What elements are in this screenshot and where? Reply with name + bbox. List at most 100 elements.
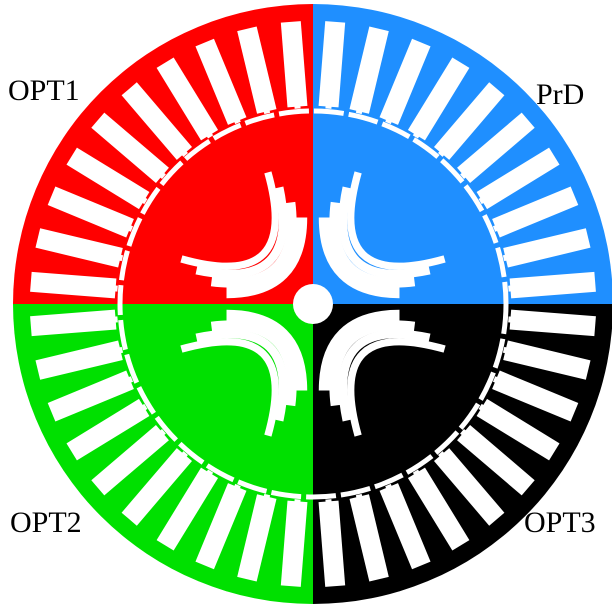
stator-slot: [280, 21, 308, 108]
slot-opening: [158, 429, 166, 437]
slot-opening: [438, 451, 446, 459]
slot-opening: [233, 118, 241, 125]
stator-slot: [47, 370, 134, 422]
stator-slot: [509, 271, 596, 299]
stator-slot: [91, 112, 169, 184]
flux-barrier: [210, 201, 297, 288]
stator-slots: [30, 21, 596, 587]
flux-barrier: [329, 320, 416, 407]
stator-slot: [503, 340, 591, 380]
quadrant-label-opt1: OPT1: [8, 74, 80, 107]
flux-barrier: [195, 329, 288, 422]
slot-opening: [263, 493, 271, 500]
flux-barrier: [180, 171, 279, 270]
slot-opening: [385, 118, 393, 125]
stator-slot: [30, 309, 117, 337]
slot-opening: [502, 346, 509, 354]
stator-slot: [492, 186, 579, 238]
flux-barrier: [226, 217, 308, 299]
stator-slot: [349, 26, 389, 114]
flux-barrier: [210, 320, 297, 407]
stator-slot: [457, 424, 535, 496]
stator-slot: [492, 370, 579, 422]
stator-slot: [318, 500, 346, 587]
stator-slot: [509, 309, 596, 337]
stator-slot: [66, 398, 150, 461]
flux-barrier: [347, 338, 446, 437]
stator-slot: [349, 494, 389, 582]
flux-barrier: [226, 309, 308, 391]
stator-slot: [407, 57, 470, 141]
slot-opening: [233, 483, 241, 490]
slot-opening: [140, 403, 148, 412]
stator-slot: [280, 500, 308, 587]
slot-opening: [127, 376, 134, 384]
flux-barrier: [180, 338, 279, 437]
flux-barrier: [318, 309, 400, 391]
quadrant-label-opt3: OPT3: [524, 506, 596, 539]
slot-opening: [460, 171, 468, 179]
shaft-hole: [293, 284, 333, 324]
slot-opening: [117, 346, 124, 354]
slot-opening: [113, 285, 118, 292]
slot-opening: [205, 469, 214, 477]
stator-slot: [379, 38, 431, 125]
slot-opening: [438, 149, 446, 157]
slot-opening: [385, 483, 393, 490]
stator-slot: [457, 112, 535, 184]
stator-slot: [91, 424, 169, 496]
slot-opening: [460, 429, 468, 437]
stator-slot: [30, 271, 117, 299]
slot-opening: [117, 254, 124, 262]
flux-barrier: [347, 171, 446, 270]
stator-slot: [47, 186, 134, 238]
stator-slot: [433, 82, 505, 160]
stator-slot: [503, 228, 591, 268]
stator-slot: [156, 57, 219, 141]
stator-slot: [121, 82, 193, 160]
slot-opening: [140, 196, 148, 205]
quadrant-label-opt2: OPT2: [10, 506, 82, 539]
stator-slot: [433, 448, 505, 526]
slot-opening: [502, 254, 509, 262]
slot-opening: [508, 285, 513, 292]
stator-slot: [407, 467, 470, 551]
slot-opening: [113, 316, 118, 323]
slot-opening: [294, 104, 301, 109]
stator-slot: [35, 228, 123, 268]
air-gap-ring: [117, 108, 509, 500]
stator-slot: [318, 21, 346, 108]
slot-opening: [355, 108, 363, 115]
slot-opening: [508, 316, 513, 323]
stator-slot: [121, 448, 193, 526]
stator-slot: [237, 494, 277, 582]
flux-barrier: [318, 217, 400, 299]
slot-opening: [127, 224, 134, 232]
stator-slot: [66, 147, 150, 210]
stator-slot: [156, 467, 219, 551]
rotor-flux-barriers: [180, 171, 446, 437]
flux-barrier: [338, 329, 431, 422]
slot-opening: [205, 131, 214, 139]
slot-opening: [492, 376, 499, 384]
stator-slot: [476, 398, 560, 461]
flux-barrier: [329, 201, 416, 288]
slot-opening: [478, 196, 486, 205]
slot-opening: [263, 108, 271, 115]
stator-slot: [195, 483, 247, 570]
stator-slot: [379, 483, 431, 570]
stator-slot: [195, 38, 247, 125]
slot-opening: [412, 469, 421, 477]
slot-opening: [492, 224, 499, 232]
slot-opening: [294, 499, 301, 504]
quadrant-label-prd: PrD: [536, 78, 585, 111]
stator-slot: [35, 340, 123, 380]
slot-opening: [325, 499, 332, 504]
flux-barrier: [338, 186, 431, 279]
slot-opening: [412, 131, 421, 139]
stator-slot: [237, 26, 277, 114]
slot-opening: [478, 403, 486, 412]
slot-opening: [325, 104, 332, 109]
flux-barrier: [195, 186, 288, 279]
